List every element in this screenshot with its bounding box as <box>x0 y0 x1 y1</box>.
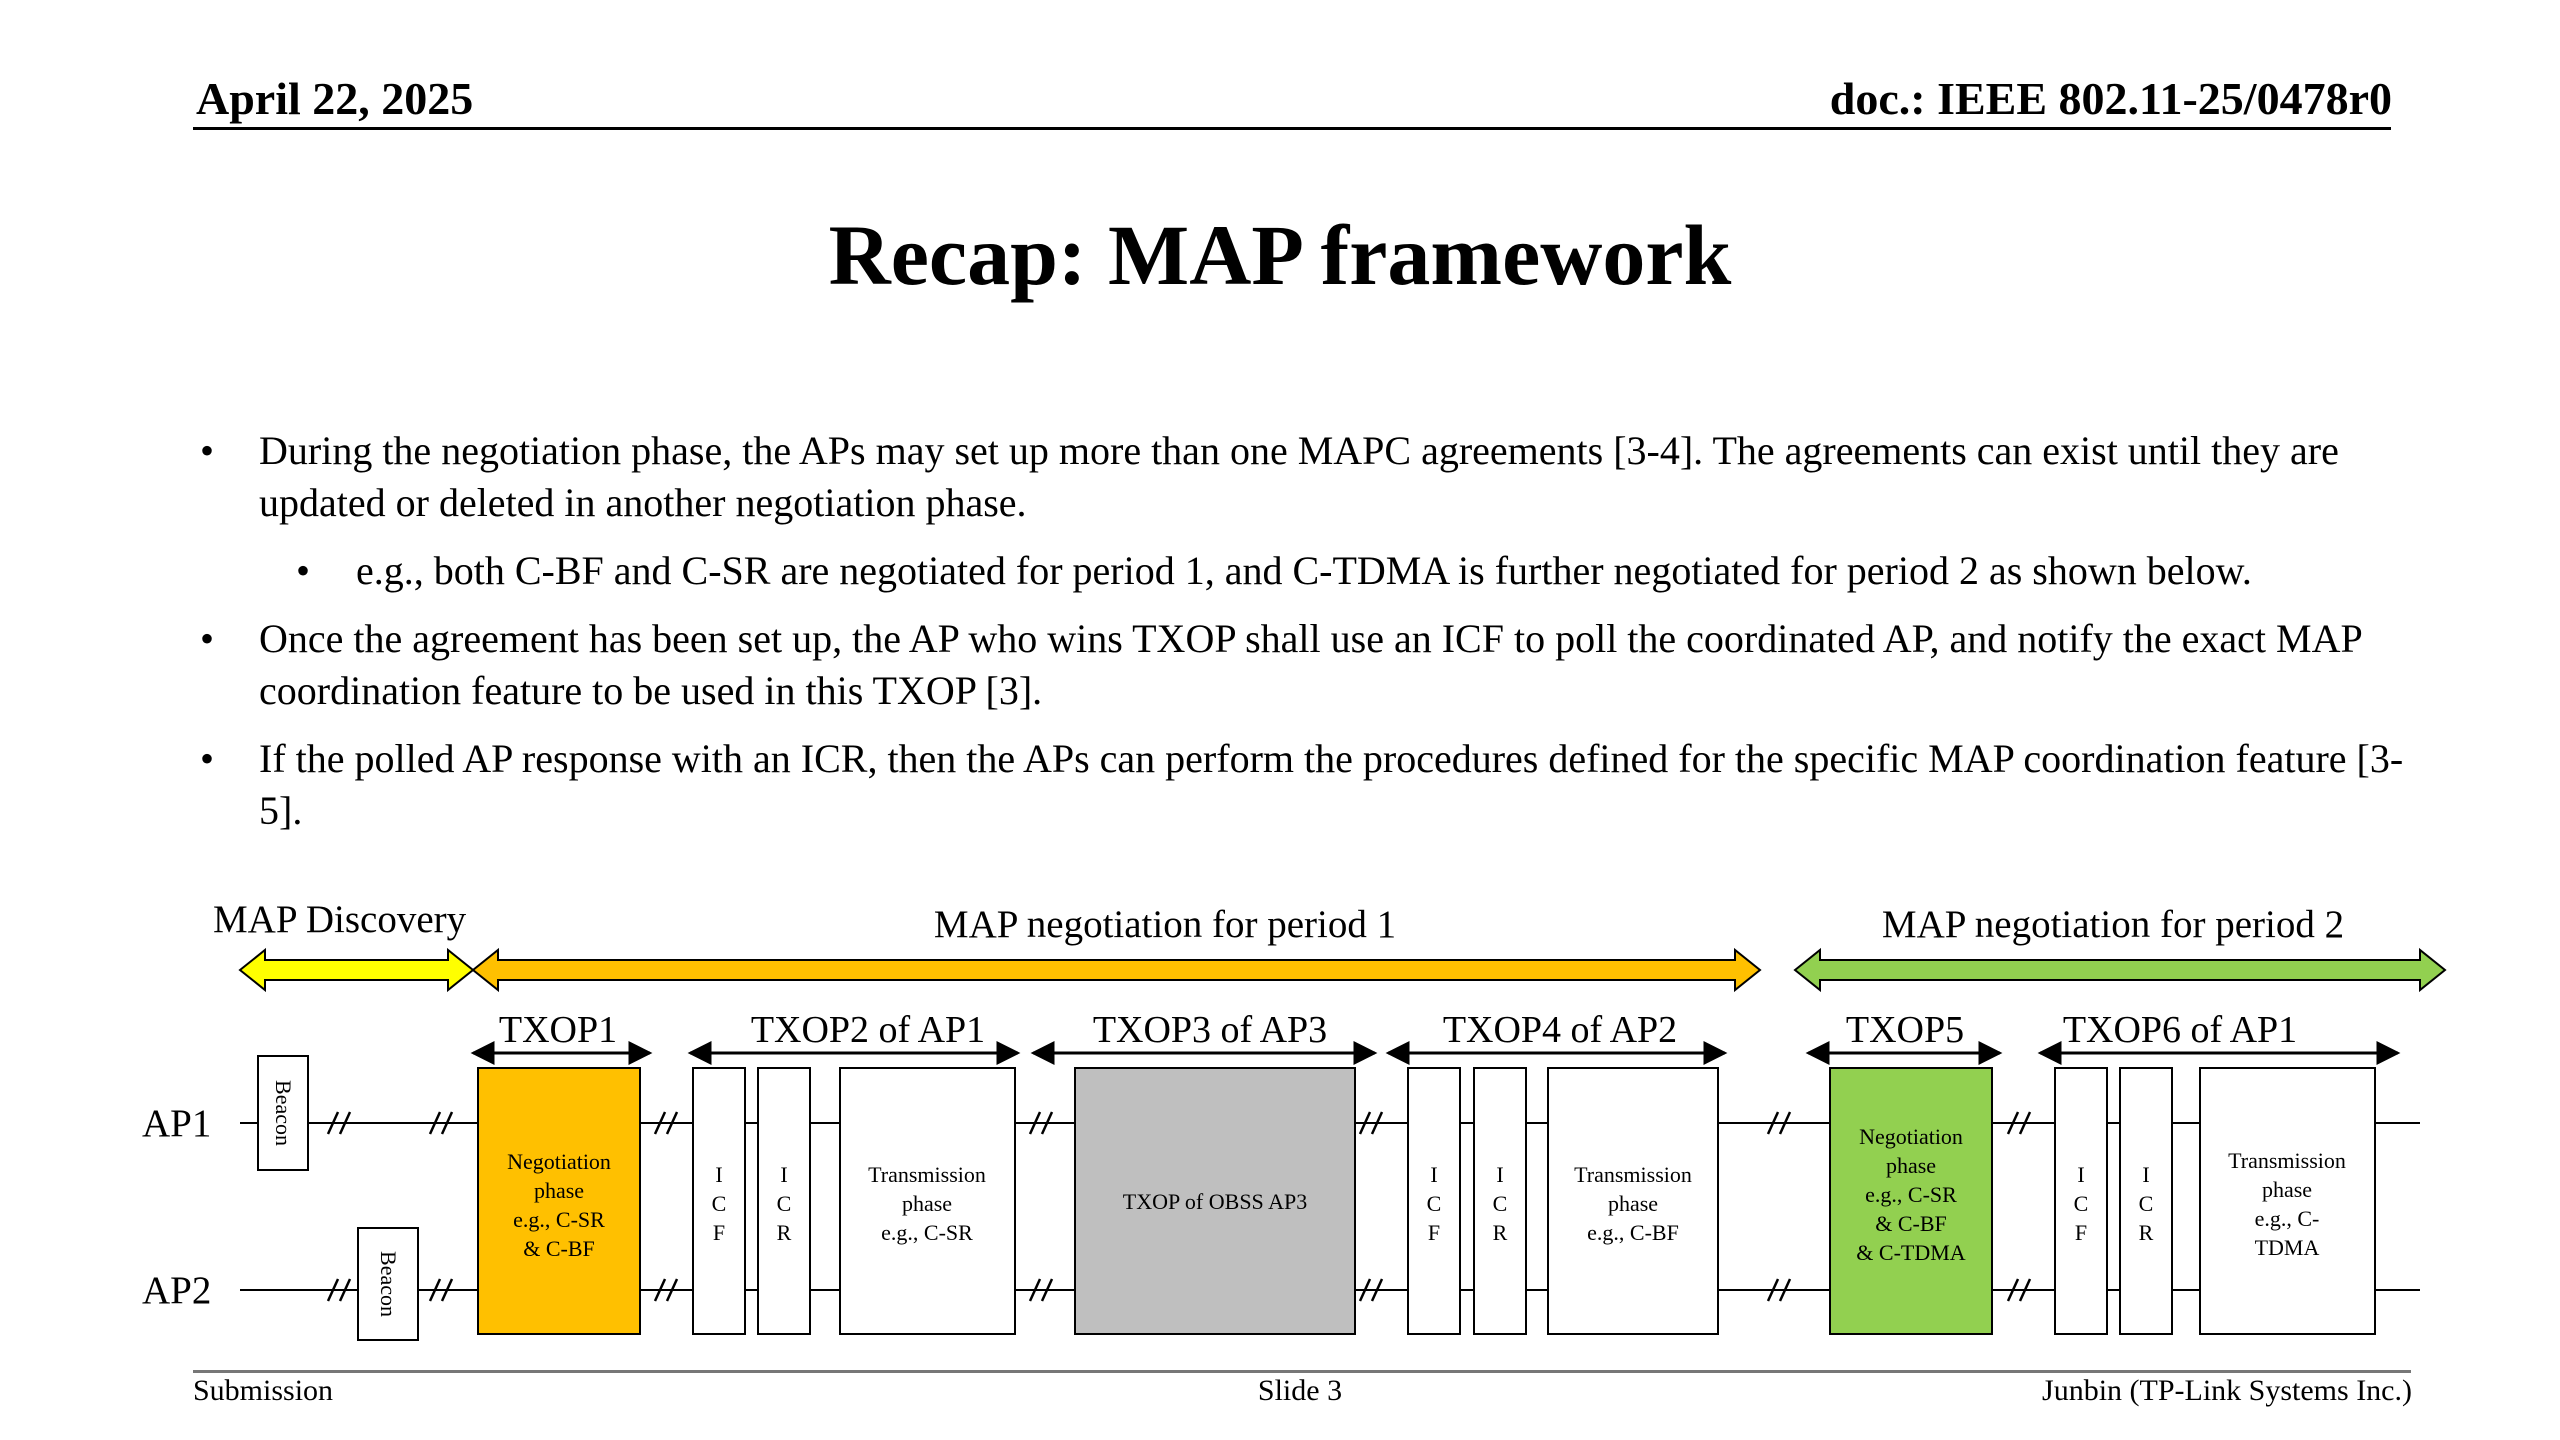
svg-text:I: I <box>1496 1162 1503 1187</box>
txop6-transmission-text: Transmission phase e.g., C- TDMA <box>2228 1148 2346 1260</box>
footer-submission: Submission <box>193 1374 334 1407</box>
header-divider <box>193 127 2391 130</box>
svg-text:I: I <box>2077 1162 2084 1187</box>
txop2-label: TXOP2 of AP1 <box>751 1009 985 1051</box>
discovery-arrow <box>238 947 475 993</box>
bullet-item: During the negotiation phase, the APs ma… <box>196 425 2406 529</box>
svg-text:F: F <box>713 1220 725 1245</box>
txop3-label: TXOP3 of AP3 <box>1093 1009 1327 1051</box>
txop5-label: TXOP5 <box>1846 1009 1964 1051</box>
svg-text:I: I <box>780 1162 787 1187</box>
svg-text:e.g., C-SR: e.g., C-SR <box>1865 1182 1957 1207</box>
svg-text:e.g., C-SR: e.g., C-SR <box>881 1220 973 1245</box>
bullet-item: Once the agreement has been set up, the … <box>196 613 2406 717</box>
sub-bullet-item: e.g., both C-BF and C-SR are negotiated … <box>196 545 2406 597</box>
bullet-list: During the negotiation phase, the APs ma… <box>196 425 2406 853</box>
svg-text:Negotiation: Negotiation <box>1859 1124 1963 1149</box>
txop2-transmission-text: Transmission phase e.g., C-SR <box>868 1162 986 1245</box>
negotiation-phase-2-box <box>1829 1067 1993 1335</box>
svg-text:Transmission: Transmission <box>2228 1148 2346 1173</box>
svg-text:e.g., C-: e.g., C- <box>2255 1206 2320 1231</box>
negotiation-phase-2-text: Negotiation phase e.g., C-SR & C-BF & C-… <box>1856 1124 1966 1265</box>
svg-text:phase: phase <box>2262 1177 2312 1202</box>
txop2-transmission-box <box>839 1067 1016 1335</box>
timeline-break-marks <box>326 1111 2032 1302</box>
svg-text:C: C <box>2139 1191 2154 1216</box>
svg-text:phase: phase <box>902 1191 952 1216</box>
txop1-label: TXOP1 <box>499 1009 617 1051</box>
ap1-beacon-box <box>257 1055 309 1171</box>
svg-text:F: F <box>1428 1220 1440 1245</box>
txop6-icr-box <box>2119 1067 2173 1335</box>
ap2-row-label: AP2 <box>142 1269 211 1312</box>
txop6-icr-text: I C R <box>2139 1162 2154 1245</box>
svg-text:& C-BF: & C-BF <box>523 1236 595 1261</box>
bullet-item: If the polled AP response with an ICR, t… <box>196 733 2406 837</box>
svg-text:R: R <box>777 1220 792 1245</box>
period1-arrow <box>471 947 1762 993</box>
negotiation-phase-1-text: Negotiation phase e.g., C-SR & C-BF <box>507 1149 611 1261</box>
svg-text:Negotiation: Negotiation <box>507 1149 611 1174</box>
svg-text:e.g., C-BF: e.g., C-BF <box>1587 1220 1679 1245</box>
footer-author: Junbin (TP-Link Systems Inc.) <box>2042 1374 2412 1407</box>
period2-arrow <box>1793 947 2447 993</box>
obss-txop-box <box>1074 1067 1356 1335</box>
txop4-transmission-text: Transmission phase e.g., C-BF <box>1574 1162 1692 1245</box>
ap2-beacon-box <box>357 1227 419 1341</box>
txop6-label: TXOP6 of AP1 <box>2063 1009 2297 1051</box>
txop4-icr-text: I C R <box>1493 1162 1508 1245</box>
svg-text:phase: phase <box>534 1178 584 1203</box>
svg-text:I: I <box>715 1162 722 1187</box>
txop6-icf-text: I C F <box>2074 1162 2089 1245</box>
txop2-icf-box <box>692 1067 746 1335</box>
map-timeline-diagram: MAP Discovery MAP negotiation for period… <box>142 898 2447 1341</box>
discovery-label: MAP Discovery <box>213 898 467 941</box>
txop4-icf-text: I C F <box>1427 1162 1442 1245</box>
footer-divider <box>193 1370 2411 1373</box>
svg-text:& C-BF: & C-BF <box>1875 1211 1947 1236</box>
slide-title: Recap: MAP framework <box>828 207 1732 303</box>
svg-text:R: R <box>1493 1220 1508 1245</box>
svg-text:C: C <box>1427 1191 1442 1216</box>
svg-text:TDMA: TDMA <box>2255 1235 2320 1260</box>
txop6-icf-box <box>2054 1067 2108 1335</box>
ap1-row-label: AP1 <box>142 1102 211 1145</box>
header-date: April 22, 2025 <box>196 73 474 124</box>
svg-text:F: F <box>2075 1220 2087 1245</box>
negotiation-phase-1-box <box>477 1067 641 1335</box>
svg-text:e.g., C-SR: e.g., C-SR <box>513 1207 605 1232</box>
txop4-icf-box <box>1407 1067 1461 1335</box>
footer-slide-number: Slide 3 <box>1257 1374 1343 1407</box>
txop4-label: TXOP4 of AP2 <box>1443 1009 1677 1051</box>
svg-text:C: C <box>777 1191 792 1216</box>
period2-label: MAP negotiation for period 2 <box>1882 903 2344 946</box>
svg-text:phase: phase <box>1886 1153 1936 1178</box>
svg-text:I: I <box>2142 1162 2149 1187</box>
txop6-transmission-box <box>2199 1067 2376 1335</box>
txop2-icr-text: I C R <box>777 1162 792 1245</box>
txop4-icr-box <box>1473 1067 1527 1335</box>
svg-text:& C-TDMA: & C-TDMA <box>1856 1240 1966 1265</box>
svg-text:C: C <box>2074 1191 2089 1216</box>
obss-txop-label: TXOP of OBSS AP3 <box>1123 1189 1307 1214</box>
svg-text:Transmission: Transmission <box>868 1162 986 1187</box>
period1-label: MAP negotiation for period 1 <box>934 903 1396 946</box>
header-doc-id: doc.: IEEE 802.11-25/0478r0 <box>1829 73 2392 124</box>
txop2-icr-box <box>757 1067 811 1335</box>
svg-text:phase: phase <box>1608 1191 1658 1216</box>
svg-text:I: I <box>1430 1162 1437 1187</box>
ap1-beacon-label: Beacon <box>271 1080 296 1146</box>
txop4-transmission-box <box>1547 1067 1719 1335</box>
svg-text:C: C <box>1493 1191 1508 1216</box>
txop2-icf-text: I C F <box>712 1162 727 1245</box>
svg-text:C: C <box>712 1191 727 1216</box>
svg-text:R: R <box>2139 1220 2154 1245</box>
svg-text:Transmission: Transmission <box>1574 1162 1692 1187</box>
ap2-beacon-label: Beacon <box>376 1251 401 1317</box>
